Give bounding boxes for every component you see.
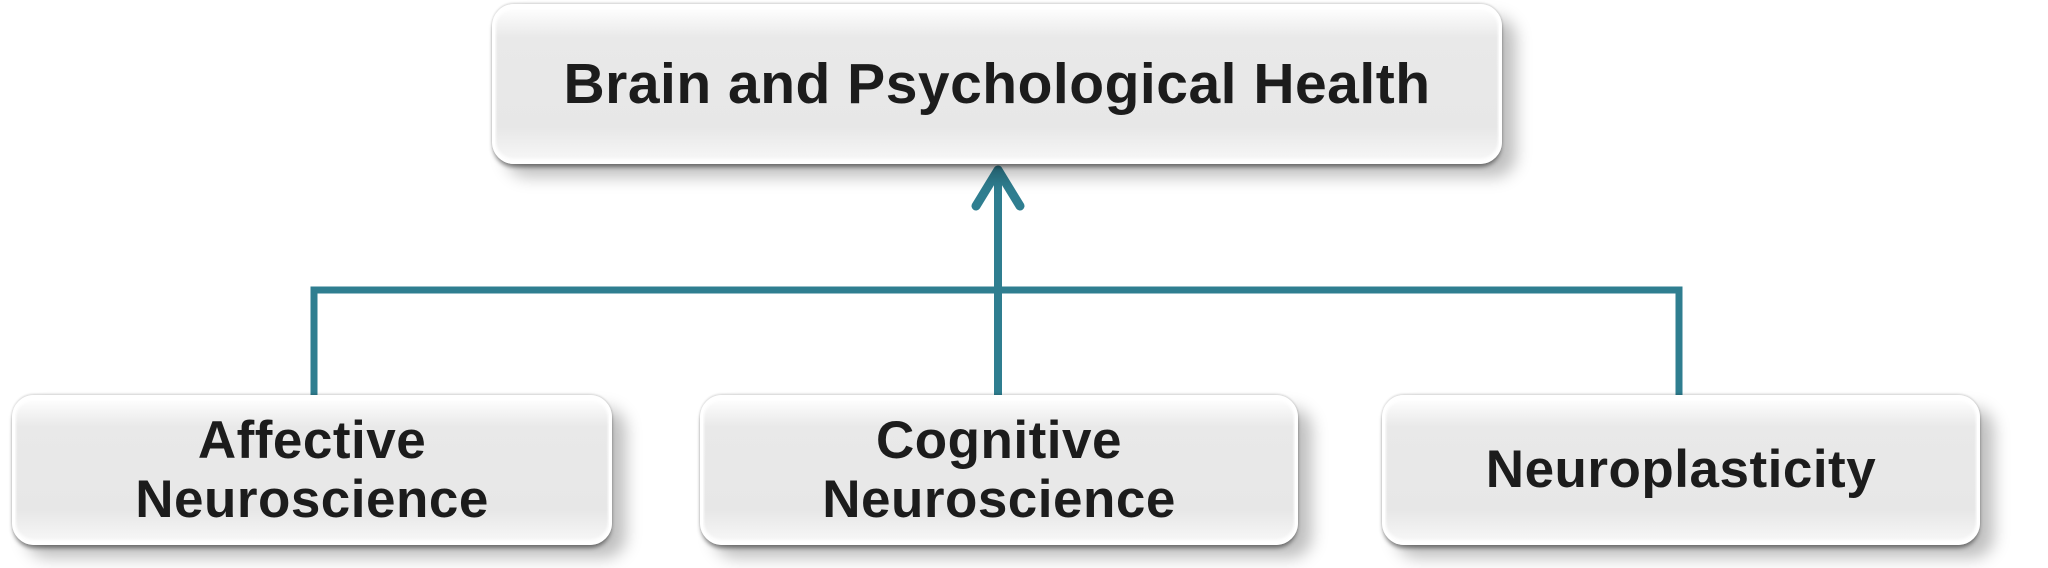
node-affective-neuroscience: Affective Neuroscience [12, 395, 612, 545]
node-cognitive-neuroscience: Cognitive Neuroscience [700, 395, 1298, 545]
node-label: Affective Neuroscience [135, 410, 489, 529]
node-label: Cognitive Neuroscience [822, 410, 1176, 529]
node-brain-and-psychological-health: Brain and Psychological Health [492, 4, 1502, 164]
node-label: Neuroplasticity [1485, 440, 1877, 500]
node-label: Brain and Psychological Health [563, 52, 1431, 116]
node-neuroplasticity: Neuroplasticity [1382, 395, 1980, 545]
arrowhead-up-icon [971, 165, 1025, 211]
